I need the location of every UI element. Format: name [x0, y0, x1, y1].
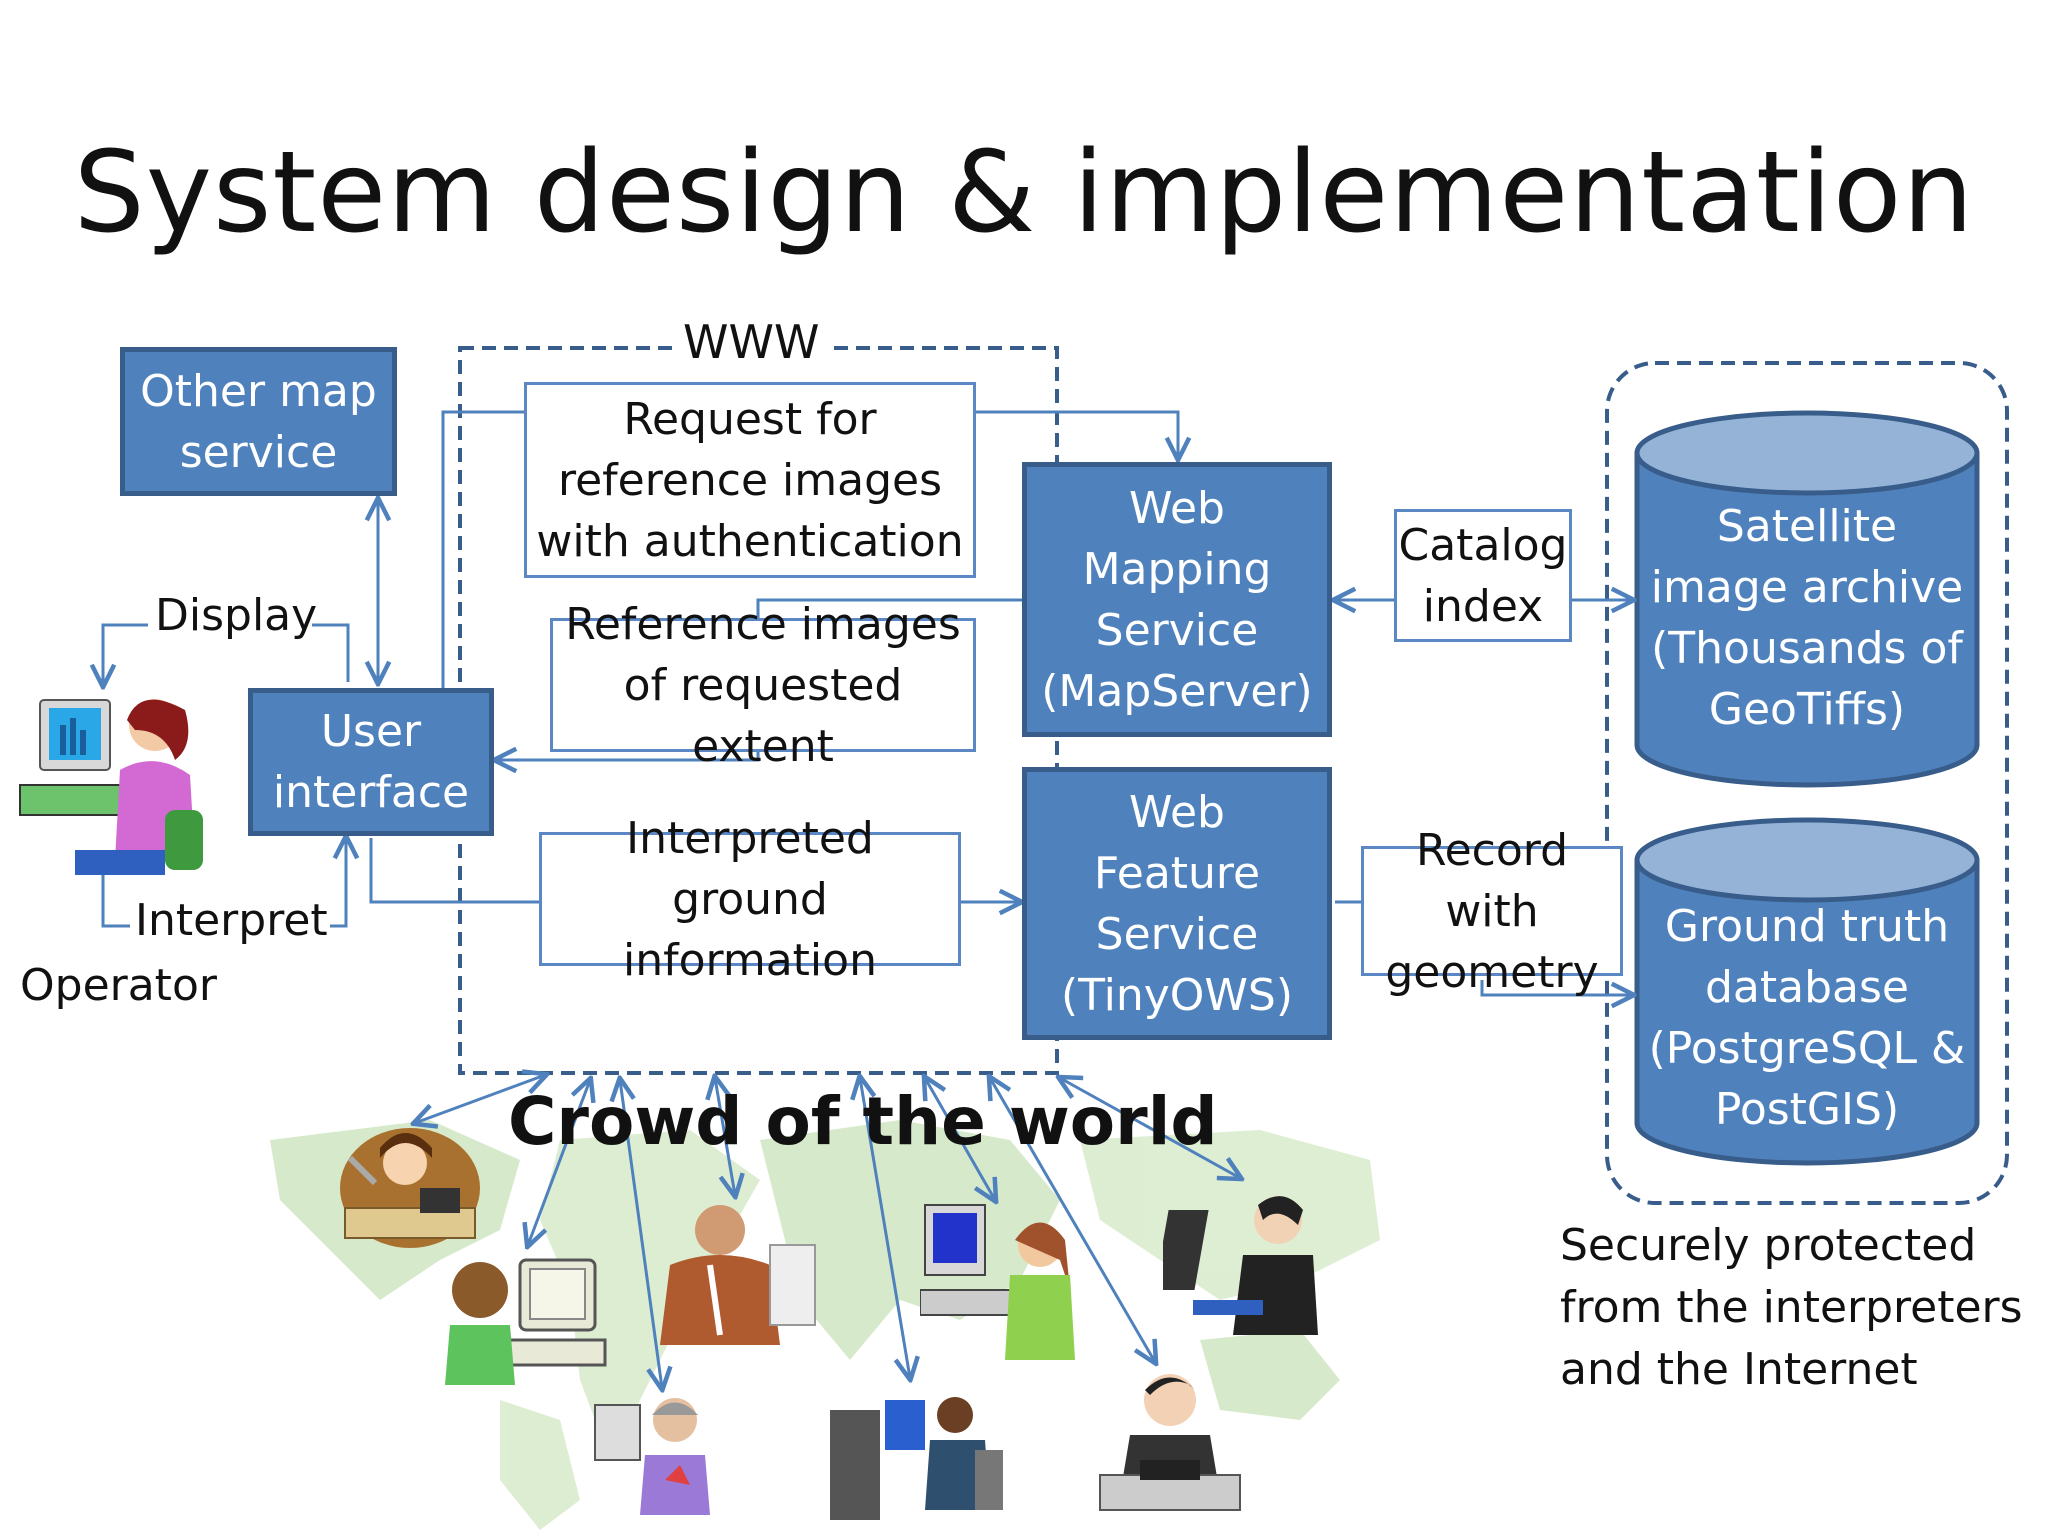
- satellite-archive-label-box: Satellite image archive (Thousands of Ge…: [1640, 495, 1974, 740]
- request-label-box: Request for reference images with authen…: [524, 382, 976, 578]
- other-map-service-node: Other map service: [120, 347, 397, 496]
- crowd-person-4: [920, 1204, 1075, 1360]
- operator-label: Operator: [20, 960, 217, 1011]
- catalog-label-box: Catalog index: [1394, 509, 1572, 642]
- reference-label-box: Reference images of requested extent: [550, 599, 976, 772]
- crowd-person-1: [340, 1128, 480, 1248]
- user-interface-label: User interface: [272, 706, 470, 818]
- crowd-person-8: [1099, 1374, 1241, 1511]
- display-label: Display: [155, 590, 318, 641]
- web-feature-service-label: Web Feature Service (TinyOWS): [1060, 786, 1294, 1021]
- satellite-archive-label: Satellite image archive (Thousands of Ge…: [1650, 500, 1964, 735]
- interpret-label: Interpret: [135, 895, 328, 946]
- other-map-service-label: Other map service: [140, 365, 377, 478]
- record-label: Record with geometry: [1385, 824, 1599, 998]
- record-label-box: Record with geometry: [1361, 825, 1623, 998]
- ground-truth-label: Ground truth database (PostgreSQL & Post…: [1648, 900, 1966, 1135]
- request-label: Request for reference images with authen…: [536, 393, 964, 567]
- ground-truth-cylinder: [1634, 817, 1980, 1166]
- web-mapping-service-label: Web Mapping Service (MapServer): [1041, 482, 1313, 717]
- reference-label: Reference images of requested extent: [565, 598, 961, 772]
- crowd-person-3: [660, 1205, 816, 1345]
- ground-truth-label-box: Ground truth database (PostgreSQL & Post…: [1640, 895, 1974, 1140]
- crowd-label: Crowd of the world: [508, 1083, 1218, 1160]
- crowd-person-2: [445, 1258, 607, 1385]
- crowd-person-5: [1163, 1196, 1318, 1335]
- slide-title: System design & implementation: [73, 128, 1975, 258]
- user-interface-node: User interface: [248, 688, 494, 836]
- satellite-cylinder: [1634, 410, 1980, 788]
- crowd-person-6: [594, 1398, 710, 1515]
- secure-note: Securely protected from the interpreters…: [1560, 1220, 2023, 1395]
- interpreted-label: Interpreted ground information: [623, 812, 877, 986]
- operator-clipart: [19, 699, 203, 875]
- www-label: WWW: [675, 314, 828, 370]
- interpreted-label-box: Interpreted ground information: [539, 813, 961, 986]
- crowd-person-7: [830, 1397, 1003, 1520]
- catalog-label: Catalog index: [1398, 519, 1568, 632]
- secure-boundary: [1605, 361, 2009, 1205]
- web-feature-service-node: Web Feature Service (TinyOWS): [1022, 767, 1332, 1040]
- web-mapping-service-node: Web Mapping Service (MapServer): [1022, 462, 1332, 737]
